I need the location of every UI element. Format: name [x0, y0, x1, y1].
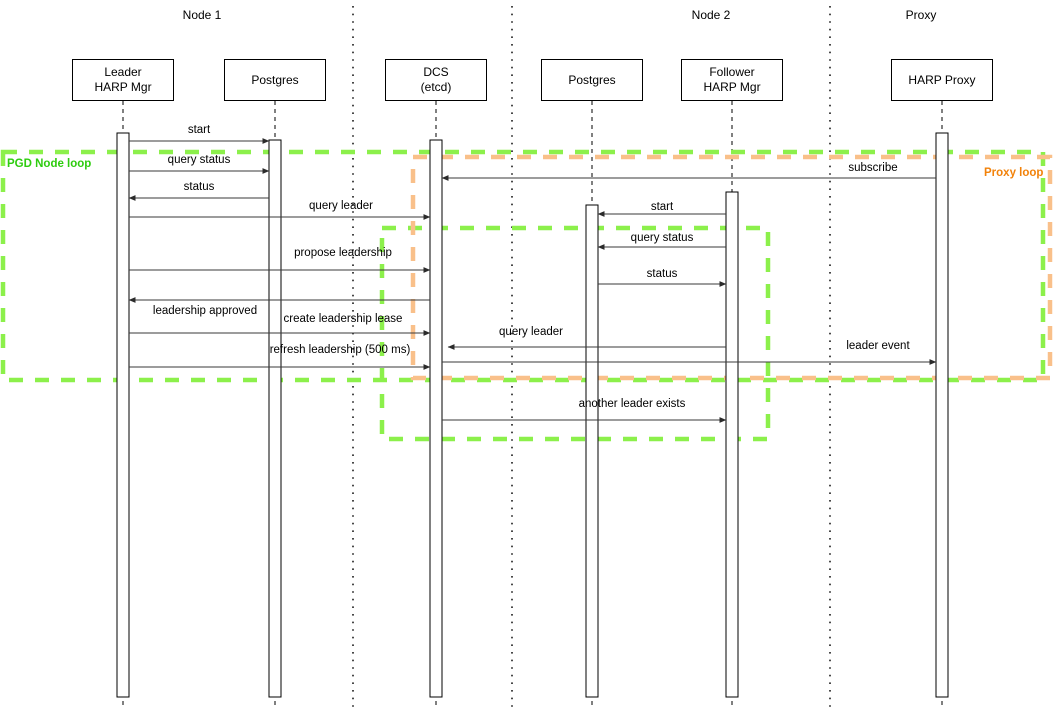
- activation-bar-postgres-node2: [585, 204, 599, 698]
- activation-bar-leader-harp-mgr: [116, 132, 130, 698]
- actor-leader-harp-mgr-line2: HARP Mgr: [94, 80, 152, 94]
- group-header-node1: Node 1: [182, 8, 222, 22]
- message-label-m3: status: [183, 181, 215, 193]
- message-label-m7: query status: [630, 232, 694, 244]
- message-label-m12: query leader: [499, 326, 563, 338]
- actor-follower-harp-mgr-line2: HARP Mgr: [703, 80, 761, 94]
- loop-frame-pgd-node-loop-inner: [379, 225, 771, 442]
- activation-bar-follower-harp-mgr: [725, 191, 739, 698]
- actor-leader-harp-mgr-line1: Leader: [104, 65, 142, 79]
- loop-frames: [0, 149, 1053, 442]
- actor-leader-harp-mgr[interactable]: Leader HARP Mgr: [72, 59, 174, 101]
- activation-bar-postgres-node1: [268, 139, 282, 698]
- message-label-m10: leadership approved: [152, 305, 258, 317]
- actor-postgres-node1-line1: Postgres: [251, 72, 299, 87]
- actor-dcs-etcd-line2: (etcd): [420, 80, 452, 94]
- actor-postgres-node1[interactable]: Postgres: [224, 59, 326, 101]
- actor-follower-harp-mgr-line1: Follower: [709, 65, 755, 79]
- message-label-m1: start: [187, 124, 211, 136]
- loop-label-proxy-loop: Proxy loop: [984, 167, 1044, 179]
- actor-postgres-node2[interactable]: Postgres: [541, 59, 643, 101]
- actor-follower-harp-mgr[interactable]: Follower HARP Mgr: [681, 59, 783, 101]
- message-label-m5: query leader: [309, 200, 373, 212]
- activation-bar-dcs-etcd: [429, 139, 443, 698]
- message-label-m2: query status: [167, 154, 231, 166]
- loop-label-pgd-node-loop: PGD Node loop: [7, 158, 92, 170]
- message-label-m15: another leader exists: [578, 398, 686, 410]
- message-label-m6: start: [650, 201, 674, 213]
- group-header-proxy: Proxy: [905, 8, 937, 22]
- group-header-node2: Node 2: [691, 8, 731, 22]
- message-label-m4: subscribe: [848, 162, 898, 174]
- message-arrows: [128, 138, 937, 423]
- actor-dcs-etcd-line1: DCS: [423, 65, 449, 79]
- actor-harp-proxy-line1: HARP Proxy: [908, 72, 976, 87]
- loop-frame-pgd-node-loop-outer: [0, 149, 1046, 383]
- activation-bar-harp-proxy: [935, 132, 949, 698]
- message-label-m8: status: [646, 268, 678, 280]
- activation-bars: [116, 132, 949, 698]
- actor-dcs-etcd[interactable]: DCS (etcd): [385, 59, 487, 101]
- message-label-m13: refresh leadership (500 ms): [269, 344, 411, 356]
- message-label-m14: leader event: [846, 340, 910, 352]
- message-label-m11: create leadership lease: [283, 313, 403, 325]
- node-separator-lines: [352, 6, 831, 708]
- lifelines: [122, 101, 943, 708]
- actor-postgres-node2-line1: Postgres: [568, 72, 616, 87]
- message-label-m9: propose leadership: [294, 247, 392, 259]
- actor-harp-proxy[interactable]: HARP Proxy: [891, 59, 993, 101]
